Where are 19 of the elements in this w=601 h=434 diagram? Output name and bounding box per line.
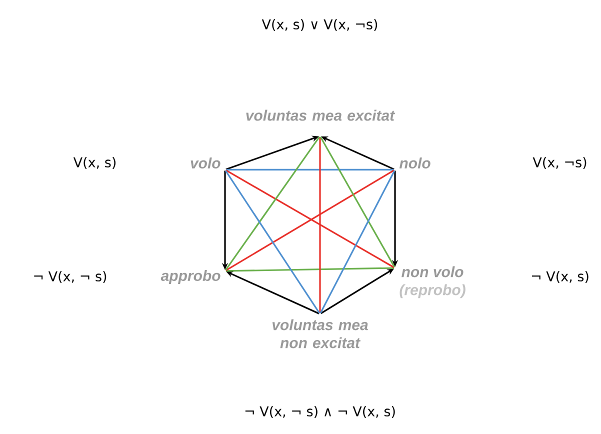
- concept-label: approbo: [160, 270, 220, 284]
- formula-label: V(x, ¬s): [532, 157, 586, 170]
- connector-line: [224, 136, 320, 271]
- connector-line: [226, 168, 394, 171]
- connector-line: [224, 170, 320, 314]
- formula-label: ¬ V(x, ¬ s) ∧ ¬ V(x, s): [245, 406, 395, 418]
- concept-label: nolo: [399, 158, 430, 168]
- formula-label: ¬ V(x, ¬ s): [34, 271, 106, 284]
- concept-label: voluntas mea non excitat: [272, 319, 368, 348]
- formula-label: V(x, s): [73, 157, 116, 170]
- connector-line: [320, 136, 396, 268]
- connector-line: [320, 170, 396, 314]
- connector-line: [319, 137, 321, 313]
- formula-label: V(x, s) ∨ V(x, ¬s): [262, 19, 378, 32]
- concept-label: volo: [190, 158, 220, 168]
- concept-label: voluntas mea excitat: [246, 110, 396, 121]
- connector-line: [226, 267, 394, 272]
- concept-label: non volo (reprobo): [400, 266, 466, 298]
- formula-label: ¬ V(x, s): [532, 271, 588, 284]
